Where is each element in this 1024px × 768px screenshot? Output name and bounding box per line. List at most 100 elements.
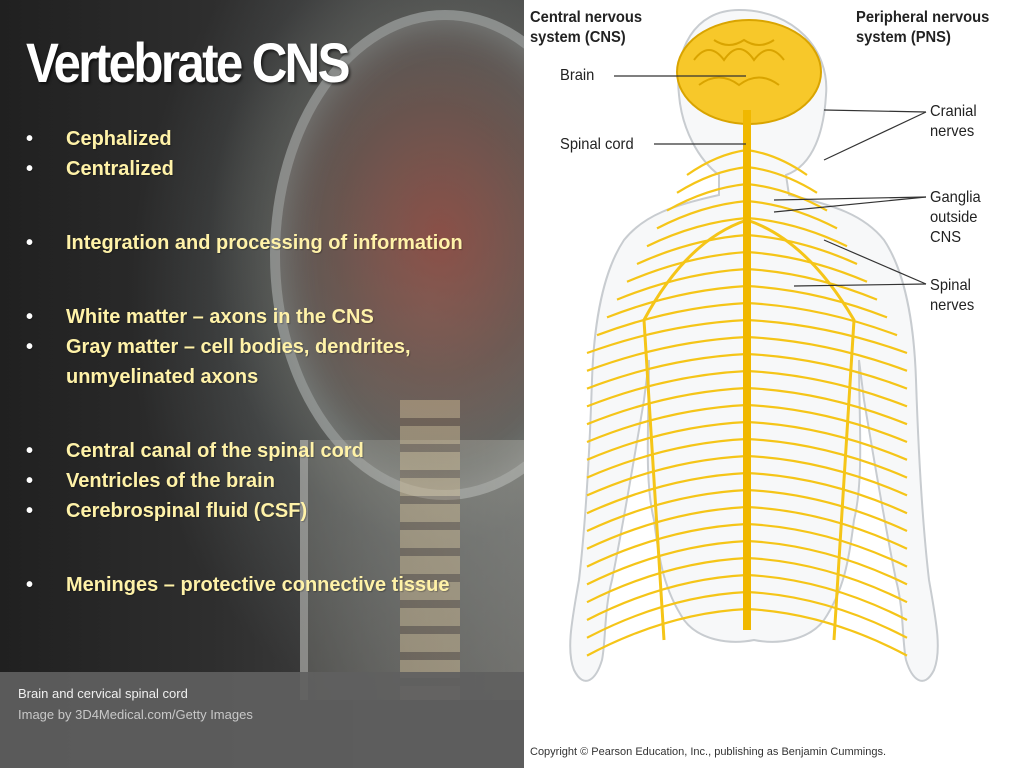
spinal-nerve-branch — [636, 233, 748, 266]
bullet-glyph: • — [26, 336, 34, 358]
spinal-cord-drawing — [743, 110, 751, 630]
nervous-system-diagram: Central nervous system (CNS) Peripheral … — [524, 0, 1024, 768]
bullet-text: Cephalized — [66, 128, 172, 150]
spinal-nerve-branch — [746, 437, 908, 479]
spinal-nerve-branch — [666, 182, 748, 212]
bullet-text: Gray matter – cell bodies, dendrites, un… — [66, 336, 411, 388]
spinal-nerve-branch — [646, 216, 748, 248]
spinal-nerve-branch — [746, 284, 888, 319]
bullet-item: • Gray matter – cell bodies, dendrites, u… — [26, 332, 506, 392]
spinal-nerves-line1: Spinal — [930, 277, 971, 294]
brain-folds — [693, 38, 785, 87]
spinal-nerve-branch — [586, 556, 748, 604]
bullet-glyph: • — [26, 470, 34, 492]
spinal-nerve-branch — [746, 369, 908, 408]
cranial-nerves-line2: nerves — [930, 123, 975, 140]
spinal-nerve-branch — [746, 165, 818, 194]
spinal-nerve-branch — [656, 199, 748, 230]
ganglia-line1: Ganglia — [930, 189, 981, 206]
spinal-nerve-branch — [626, 250, 748, 283]
pns-header-line2: system (PNS) — [856, 29, 951, 46]
spinal-nerve-branch — [746, 522, 908, 568]
bullet-list: •Cephalized•Centralized•Integration and … — [26, 124, 506, 600]
bullet-text: Centralized — [66, 158, 174, 180]
spinal-nerve-branch — [746, 352, 908, 390]
spinal-nerve-branch — [746, 386, 908, 426]
spinal-nerve-branch — [586, 522, 748, 568]
spinal-nerve-branch — [746, 488, 908, 532]
spinal-nerve-branch — [746, 233, 858, 266]
spinal-nerve-branch — [586, 607, 748, 657]
spinal-nerve-branch — [586, 488, 748, 532]
pns-header: Peripheral nervous system (PNS) — [856, 8, 989, 48]
bullet-text: White matter – axons in the CNS — [66, 306, 374, 328]
brain-ellipse — [676, 19, 822, 125]
spinal-nerve-branch — [746, 335, 908, 372]
spinal-nerve-branch — [686, 148, 748, 176]
spinal-nerve-branch — [746, 301, 898, 337]
spinal-nerve-branch — [586, 335, 748, 372]
spinal-nerve-branch — [746, 216, 848, 248]
cranial-nerves-line1: Cranial — [930, 103, 977, 120]
spinal-nerve-branch — [596, 301, 748, 337]
brain-label: Brain — [560, 67, 595, 84]
ganglia-label: Ganglia outside CNS — [930, 188, 981, 248]
bullet-glyph: • — [26, 500, 34, 522]
spinal-nerve-branch — [746, 403, 908, 444]
copyright-notice: Copyright © Pearson Education, Inc., pub… — [530, 746, 887, 758]
arm-nerve — [746, 218, 856, 641]
bullet-item: •White matter – axons in the CNS — [26, 302, 506, 332]
diagram-figure — [569, 8, 939, 682]
spinal-nerve-branch — [746, 590, 908, 639]
spinal-nerve-branch — [586, 437, 748, 479]
spinal-nerve-branch — [586, 403, 748, 444]
spinal-nerve-branch — [586, 369, 748, 408]
spinal-nerve-branch — [586, 471, 748, 515]
caption-credit: Image by 3D4Medical.com/Getty Images — [18, 707, 253, 722]
cranial-nerves-label: Cranial nerves — [930, 102, 977, 142]
bullet-text: Cerebrospinal fluid (CSF) — [66, 500, 308, 522]
spinal-nerve-branch — [586, 505, 748, 550]
spinal-nerve-branch — [746, 607, 908, 657]
bullet-item: • Meninges – protective connective tissue — [26, 570, 506, 600]
spinal-nerve-branch — [586, 420, 748, 461]
bullet-glyph: • — [26, 158, 34, 180]
spinal-nerves-line2: nerves — [930, 297, 975, 314]
photo-caption: Brain and cervical spinal cord Image by … — [0, 672, 524, 768]
neck-image — [300, 440, 524, 700]
cns-header-line2: system (CNS) — [530, 29, 626, 46]
pns-header-line1: Peripheral nervous — [856, 9, 990, 26]
bullet-item: •Ventricles of the brain — [26, 466, 506, 496]
spinal-nerve-branch — [586, 590, 748, 639]
spinal-nerve-branch — [746, 148, 808, 176]
arm-nerve — [642, 218, 748, 641]
spinal-cord-label: Spinal cord — [560, 136, 634, 153]
bullet-text: Meninges – protective connective tissue — [66, 574, 450, 596]
brain-drawing — [676, 19, 822, 630]
bullet-item: •Central canal of the spinal cord — [26, 436, 506, 466]
spinal-nerve-branch — [616, 267, 748, 301]
spinal-nerve-branch — [746, 318, 908, 355]
spinal-nerve-branch — [586, 539, 748, 586]
spinal-nerve-branch — [586, 573, 748, 621]
spinal-nerve-branch — [676, 165, 748, 194]
slide-title: Vertebrate CNS — [26, 31, 350, 94]
bullet-glyph: • — [26, 232, 34, 254]
ganglia-line3: CNS — [930, 229, 962, 246]
bullet-glyph: • — [26, 574, 34, 596]
spinal-nerve-branch — [586, 318, 748, 355]
spinal-nerve-branch — [586, 386, 748, 426]
spinal-nerve-branch — [746, 505, 908, 550]
spinal-nerve-branch — [746, 267, 878, 301]
cns-header: Central nervous system (CNS) — [530, 8, 642, 48]
bullet-item: • Cerebrospinal fluid (CSF) — [26, 496, 506, 526]
photo-panel: Vertebrate CNS • Cephalized • Centralized • I… — [0, 0, 524, 768]
cns-header-line1: Central nervous — [530, 9, 643, 26]
spinal-nerve-branch — [746, 556, 908, 604]
bullet-text: Central canal of the spinal cord — [66, 440, 364, 462]
spinal-nerve-branch — [746, 420, 908, 461]
spinal-nerve-branch — [586, 454, 748, 497]
bullet-glyph: • — [26, 128, 34, 150]
spinal-nerves-drawing — [586, 148, 908, 657]
spinal-nerve-branch — [746, 471, 908, 515]
